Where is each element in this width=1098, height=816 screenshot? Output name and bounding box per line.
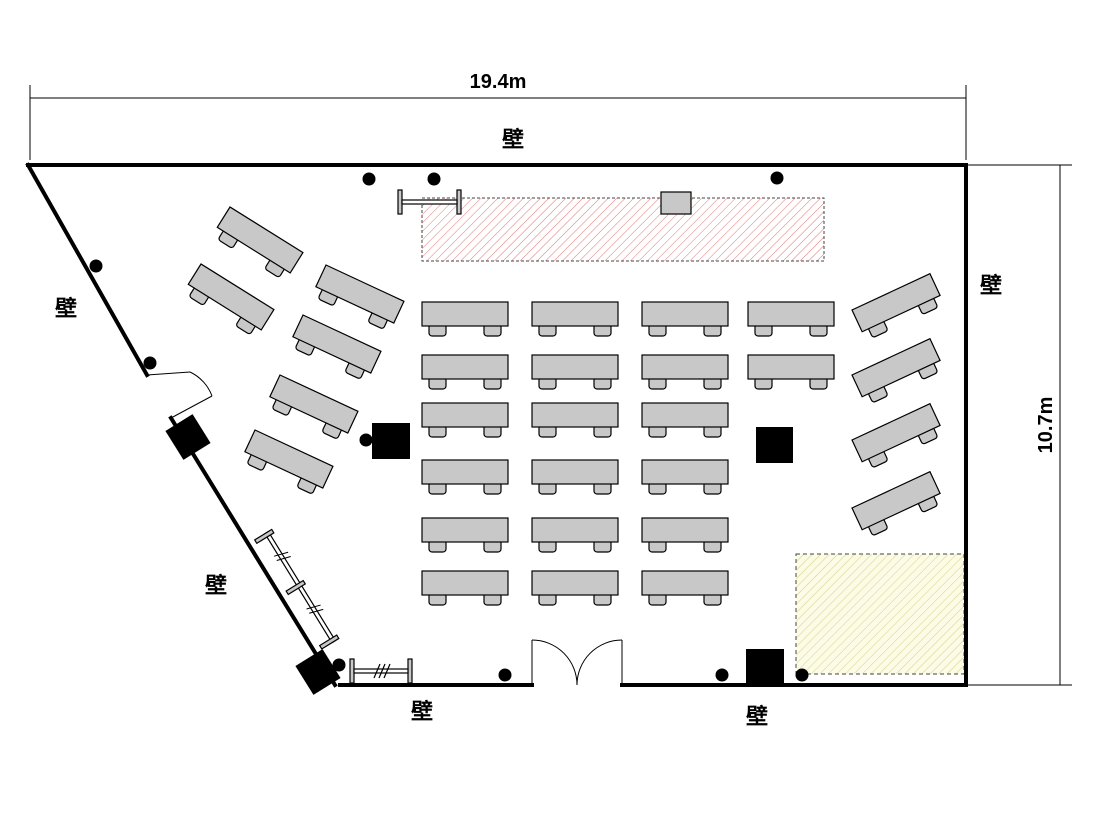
pillar: [165, 414, 211, 460]
outlet-icon: [143, 356, 157, 370]
desk: [531, 570, 619, 606]
desk: [747, 354, 835, 390]
desk: [421, 459, 509, 495]
shoe-rack: [349, 658, 413, 684]
desk: [851, 471, 945, 540]
width-dimension: 19.4m: [29, 71, 967, 160]
desk: [641, 354, 729, 390]
desk: [641, 301, 729, 337]
desk: [240, 429, 334, 498]
pillar: [372, 423, 410, 459]
desk: [288, 314, 382, 383]
outlet-icon: [427, 172, 441, 186]
outlet-icon: [89, 259, 103, 273]
wall-label-lower-left: 壁: [205, 573, 227, 599]
left-angled-desks: [182, 206, 405, 498]
wall-rack: [253, 528, 340, 650]
width-label: 19.4m: [470, 71, 527, 93]
outlet-icon: [362, 172, 376, 186]
desk: [531, 402, 619, 438]
podium: [660, 191, 692, 215]
desk: [747, 301, 835, 337]
outlet-icon: [332, 658, 346, 672]
desk: [851, 273, 945, 342]
pillar: [746, 649, 784, 685]
partition-stand: [397, 189, 462, 215]
wall-label-right: 壁: [980, 273, 1002, 299]
outlet-icon: [359, 433, 373, 447]
desk: [211, 206, 304, 283]
desk: [641, 402, 729, 438]
wall-label-top: 壁: [502, 127, 524, 153]
right-angled-desks: [851, 273, 945, 540]
desk: [421, 301, 509, 337]
desk: [421, 354, 509, 390]
outlet-icon: [715, 668, 729, 682]
desk: [531, 459, 619, 495]
pillar: [295, 649, 341, 695]
desk: [641, 570, 729, 606]
desk: [531, 517, 619, 553]
pillar: [756, 427, 793, 463]
outlet-icon: [795, 668, 809, 682]
desk: [421, 570, 509, 606]
desk: [311, 264, 405, 333]
desk: [421, 517, 509, 553]
wall-label-bottom-right: 壁: [746, 704, 768, 730]
height-label: 10.7m: [1035, 397, 1057, 454]
desk: [641, 459, 729, 495]
desk: [851, 403, 945, 472]
desk: [182, 263, 275, 340]
desk: [851, 338, 945, 407]
main-entrance-door[interactable]: [531, 639, 623, 686]
wall-label-bottom-left: 壁: [411, 699, 433, 725]
desk: [641, 517, 729, 553]
stage-area: [421, 197, 825, 262]
outlet-icon: [498, 668, 512, 682]
desk: [421, 402, 509, 438]
outlet-icon: [770, 171, 784, 185]
desk: [265, 374, 359, 443]
room-walls: [25, 162, 968, 688]
desk: [531, 301, 619, 337]
height-dimension: 10.7m: [966, 164, 1072, 686]
desk: [531, 354, 619, 390]
wall-label-upper-left: 壁: [55, 296, 77, 322]
side-door[interactable]: [146, 371, 213, 419]
storage-area: [795, 553, 965, 675]
